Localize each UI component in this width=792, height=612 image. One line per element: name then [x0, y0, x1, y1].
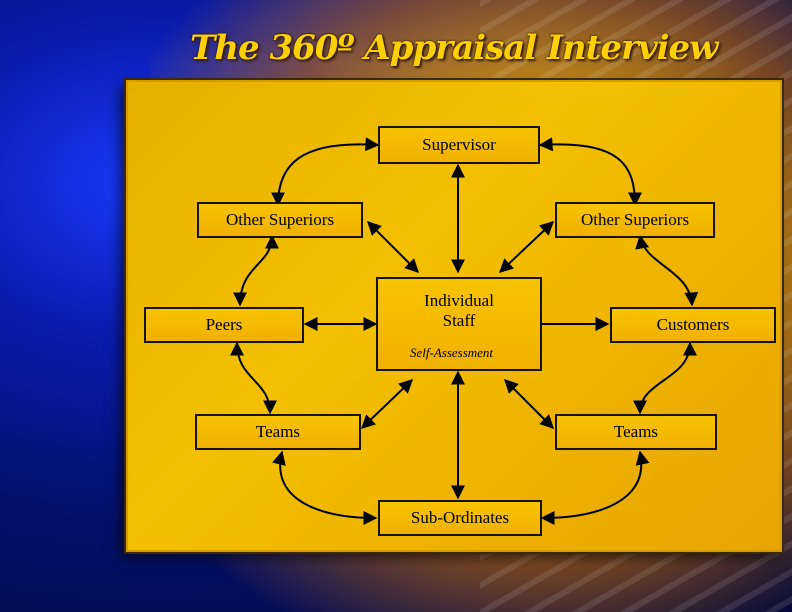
node-teams-left: Teams	[195, 414, 361, 450]
node-peers: Peers	[144, 307, 304, 343]
arc-supervisor-othersup-left	[271, 137, 380, 207]
line-othersup-left-center	[367, 221, 419, 273]
node-individual-staff: Individual Staff	[376, 277, 542, 371]
page-title: The 360º Appraisal Interview	[190, 28, 718, 68]
self-assessment-label: Self-Assessment	[410, 345, 494, 360]
node-other-superiors-right: Other Superiors	[555, 202, 715, 238]
node-other-superiors-left: Other Superiors	[197, 202, 363, 238]
node-supervisor: Supervisor	[378, 126, 540, 164]
node-customers: Customers	[610, 307, 776, 343]
node-teams-right: Teams	[555, 414, 717, 450]
node-sub-ordinates: Sub-Ordinates	[378, 500, 542, 536]
line-teams-left-center	[360, 379, 414, 429]
arc-othersup-customers-right	[635, 234, 699, 307]
arc-othersup-peers-left	[233, 234, 279, 307]
line-othersup-right-center	[498, 221, 555, 273]
arc-peers-teams-left	[230, 341, 277, 415]
arc-supervisor-othersup-right	[538, 137, 642, 207]
arc-customers-teams-right	[633, 341, 697, 415]
line-teams-right-center	[504, 379, 554, 429]
diagram-frame	[124, 78, 784, 554]
arc-teams-subordinates-left	[272, 450, 378, 525]
arc-teams-subordinates-right	[540, 450, 650, 525]
